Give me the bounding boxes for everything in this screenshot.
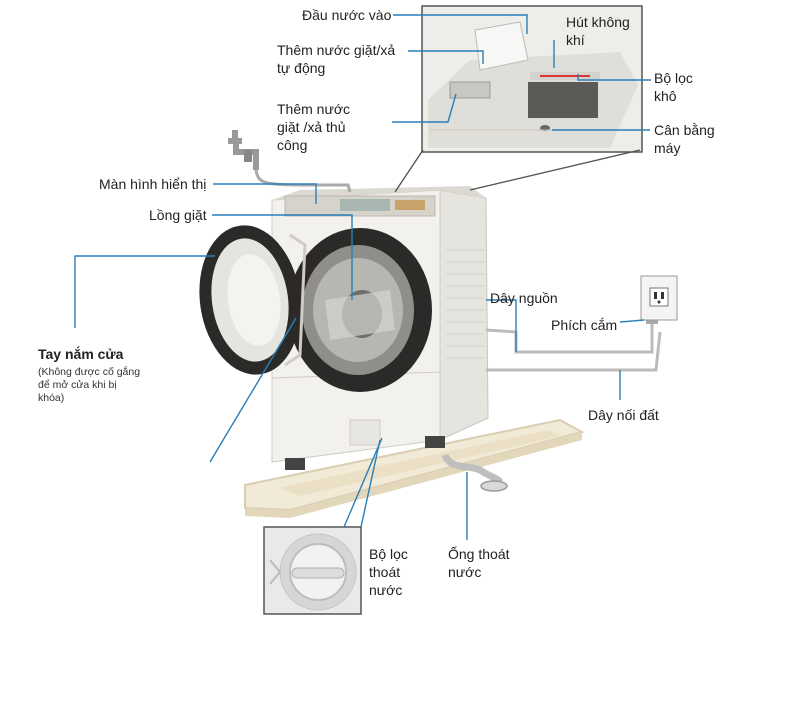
callout-manual-detergent xyxy=(392,93,457,123)
label-drain-hose: Ống thoát nước xyxy=(448,546,510,580)
callout-auto-detergent xyxy=(408,50,484,64)
callout-drum xyxy=(212,214,353,300)
callout-dry-filter xyxy=(577,74,651,81)
label-door-handle: Tay nắm cửa xyxy=(38,346,124,362)
label-display: Màn hình hiển thị xyxy=(99,176,207,192)
label-auto-detergent: Thêm nước giặt/xả tự động xyxy=(277,42,396,76)
callout-lines xyxy=(74,14,651,540)
label-suction: Hút không khí xyxy=(566,14,630,48)
drain-hose xyxy=(441,453,508,492)
label-manual-detergent: Thêm nước giặt /xả thủ công xyxy=(277,101,351,153)
callout-power-cord xyxy=(486,299,517,352)
inset-link-1 xyxy=(394,149,424,193)
callout-plug xyxy=(619,319,645,323)
label-plug: Phích cắm xyxy=(551,317,618,333)
callout-drain-filter-2 xyxy=(360,439,381,528)
label-water-inlet: Đầu nước vào xyxy=(302,7,392,23)
label-drain-filter: Bộ lọc thoát nước xyxy=(369,546,408,598)
drum xyxy=(288,228,432,392)
label-ground-wire: Dây nối đất xyxy=(588,407,659,423)
callout-door-handle-diag xyxy=(209,317,297,463)
door xyxy=(199,225,307,375)
drain-filter-inset xyxy=(263,526,362,615)
callout-water-inlet xyxy=(393,14,528,34)
callout-display xyxy=(213,183,317,204)
inset-link-2 xyxy=(469,149,641,191)
label-drum: Lồng giặt xyxy=(149,207,207,223)
wall-socket xyxy=(640,275,678,321)
base-tray xyxy=(244,418,585,518)
top-inset-photo xyxy=(421,5,643,153)
label-power-cord: Dây nguồn xyxy=(490,290,558,306)
callout-drain-filter xyxy=(343,437,383,528)
label-door-handle-note: (Không được cố gắng để mở cửa khi bị khó… xyxy=(38,366,141,404)
label-leveling: Cân bằng máy xyxy=(654,122,715,156)
callout-door-handle xyxy=(74,255,215,328)
label-dry-filter: Bộ lọc khô xyxy=(654,70,693,104)
